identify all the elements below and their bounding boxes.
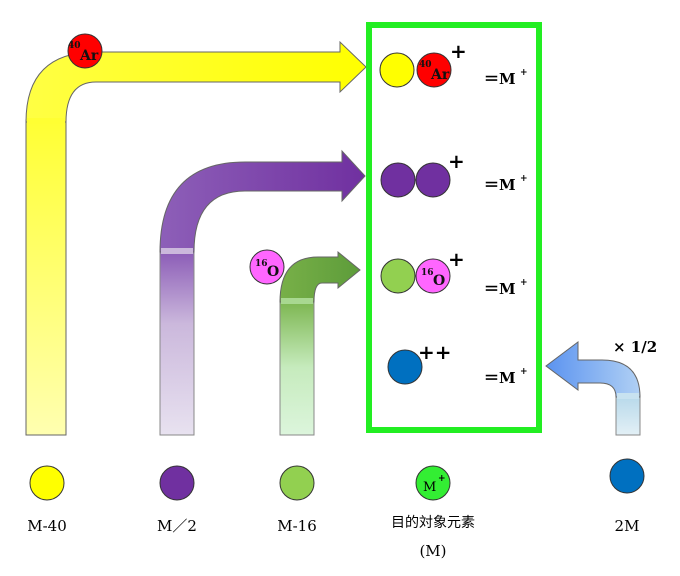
svg-text:+: +: [520, 68, 528, 78]
svg-text:2M: 2M: [615, 517, 640, 535]
argon-atom-small: [416, 52, 452, 88]
yellow-atom: [29, 465, 65, 501]
purple-atom: [415, 162, 451, 198]
green-atom: [279, 465, 315, 501]
legend-m40: M-40: [27, 465, 67, 535]
svg-text:M-16: M-16: [277, 517, 317, 535]
legend-m-half: M／2: [157, 465, 197, 535]
legend-target: M + 目的対象元素 (M): [391, 465, 475, 560]
oxide-interference-arrow: [279, 250, 361, 436]
dimer-interference-arrow: [159, 149, 366, 436]
row-double-charge-equation: ＝M +: [484, 367, 528, 387]
svg-text:＝M: ＝M: [484, 176, 516, 194]
svg-text:+: +: [520, 278, 528, 288]
target-atom: [415, 465, 451, 501]
yellow-atom: [379, 52, 415, 88]
oxygen-atom-small: [415, 258, 451, 294]
row-ar-molecule: 40 Ar +: [379, 39, 467, 88]
half-factor-label: × 1/2: [613, 338, 657, 356]
purple-atom: [159, 465, 195, 501]
svg-text:＝M: ＝M: [484, 280, 516, 298]
blue-atom: [609, 458, 645, 494]
row-oxide-molecule: 16 O +: [380, 247, 465, 294]
svg-text:O: O: [433, 273, 445, 289]
argon-atom: 40 Ar: [67, 33, 103, 69]
legend-2m: 2M: [609, 458, 645, 535]
charge-label: +: [448, 247, 465, 271]
svg-text:Ar: Ar: [430, 67, 450, 83]
purple-atom: [380, 162, 416, 198]
svg-text:M: M: [423, 480, 436, 495]
svg-text:40: 40: [68, 41, 81, 51]
ar-interference-arrow: [25, 40, 367, 436]
svg-text:16: 16: [421, 268, 434, 278]
green-atom: [380, 258, 416, 294]
row-ar-equation: ＝M +: [484, 68, 528, 88]
svg-text:40: 40: [419, 60, 432, 70]
row-oxide-equation: ＝M +: [484, 278, 528, 298]
svg-text:M／2: M／2: [157, 517, 197, 535]
svg-text:(M): (M): [419, 542, 446, 560]
row-dimer-equation: ＝M +: [484, 174, 528, 194]
svg-text:目的対象元素: 目的対象元素: [391, 515, 475, 531]
charge-label: +: [450, 39, 467, 63]
legend-m16: M-16: [277, 465, 317, 535]
target-element-box: [366, 22, 542, 433]
svg-text:+: +: [520, 174, 528, 184]
double-charge-arrow: [545, 341, 641, 436]
svg-text:＝M: ＝M: [484, 369, 516, 387]
svg-text:＝M: ＝M: [484, 70, 516, 88]
charge-label: +: [448, 149, 465, 173]
svg-text:16: 16: [255, 259, 268, 269]
svg-text:Ar: Ar: [79, 48, 99, 64]
charge-label: ++: [418, 340, 452, 364]
blue-atom: [387, 349, 423, 385]
oxygen-atom: 16 O: [249, 249, 285, 285]
svg-text:O: O: [267, 264, 279, 280]
row-dimer-molecule: +: [380, 149, 465, 198]
svg-text:M-40: M-40: [27, 517, 67, 535]
row-double-charge-ion: ++: [387, 340, 452, 385]
svg-text:+: +: [438, 474, 446, 484]
svg-text:+: +: [520, 367, 528, 377]
